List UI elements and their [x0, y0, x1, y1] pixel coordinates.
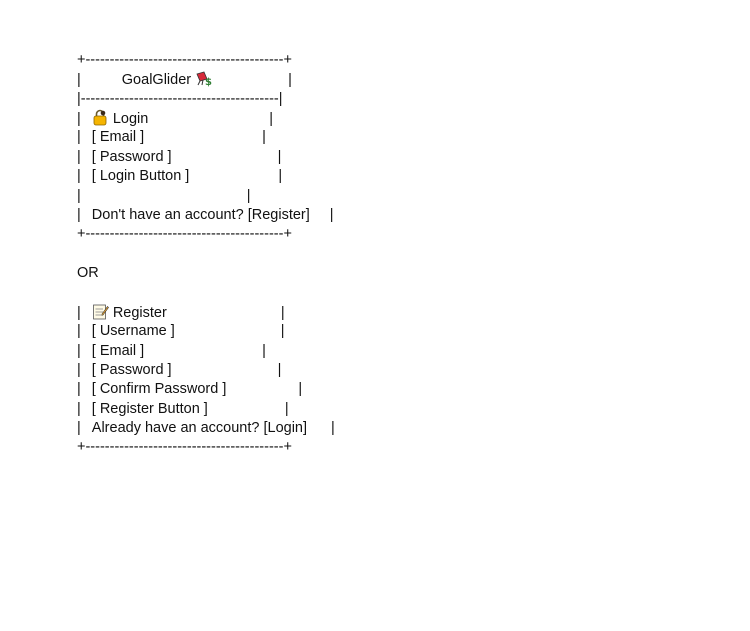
- memo-icon: [92, 303, 109, 320]
- register-link[interactable]: Don't have an account? [Register]: [91, 207, 310, 223]
- register-button-row: |[ Register Button ]|: [77, 401, 289, 417]
- login-empty-row: ||: [77, 188, 251, 204]
- register-box-bottom-border: +---------------------------------------…: [77, 439, 292, 455]
- register-username-row: |[ Username ]|: [77, 323, 285, 339]
- login-password-field[interactable]: [ Password ]: [91, 149, 172, 165]
- register-email-field[interactable]: [ Email ]: [91, 343, 145, 359]
- login-link[interactable]: Already have an account? [Login]: [91, 420, 308, 436]
- lock-key-icon: [92, 109, 109, 126]
- register-email-row: |[ Email ]|: [77, 343, 266, 359]
- login-box-separator: |---------------------------------------…: [77, 91, 283, 107]
- pipe-left: |: [77, 72, 81, 88]
- title-row: | GoalGlider $ |: [77, 70, 292, 90]
- register-button[interactable]: [ Register Button ]: [91, 401, 208, 417]
- register-username-field[interactable]: [ Username ]: [91, 323, 175, 339]
- register-heading: Register: [112, 305, 167, 321]
- register-confirm-password-row: |[ Confirm Password ]|: [77, 381, 303, 397]
- login-heading: Login: [112, 111, 149, 127]
- app-title: GoalGlider: [121, 72, 192, 88]
- register-password-row: |[ Password ]|: [77, 362, 282, 378]
- or-divider-text: OR: [77, 265, 99, 281]
- svg-text:$: $: [205, 77, 212, 87]
- login-email-field[interactable]: [ Email ]: [91, 129, 145, 145]
- login-register-link-row: |Don't have an account? [Register]|: [77, 207, 334, 223]
- login-email-row: |[ Email ]|: [77, 129, 266, 145]
- login-box-top-border: +---------------------------------------…: [77, 52, 292, 68]
- login-button-row: |[ Login Button ]|: [77, 168, 283, 184]
- register-login-link-row: |Already have an account? [Login]|: [77, 420, 335, 436]
- register-password-field[interactable]: [ Password ]: [91, 362, 172, 378]
- login-password-row: |[ Password ]|: [77, 149, 282, 165]
- login-heading-row: | Login|: [77, 109, 274, 127]
- pipe-right: |: [288, 72, 292, 88]
- login-button[interactable]: [ Login Button ]: [91, 168, 190, 184]
- register-confirm-password-field[interactable]: [ Confirm Password ]: [91, 381, 227, 397]
- login-box-bottom-border: +---------------------------------------…: [77, 226, 292, 242]
- register-heading-row: | Register|: [77, 303, 285, 321]
- money-wings-icon: $: [195, 70, 212, 88]
